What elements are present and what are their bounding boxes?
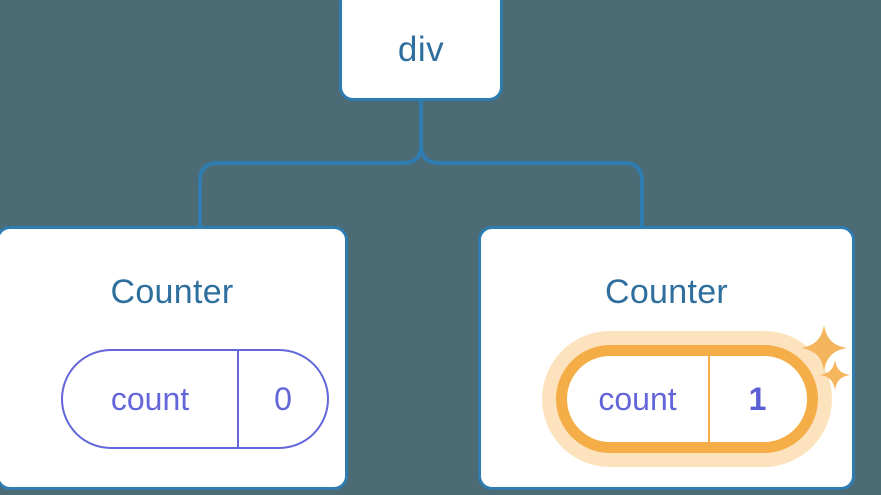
sparkle-large-icon: [801, 325, 847, 371]
node-counter-right-title: Counter: [604, 273, 729, 311]
state-pill-right[interactable]: count 1: [567, 356, 806, 442]
edge-root-to-right: [419, 99, 644, 228]
sparkle-small-icon: [820, 360, 850, 390]
node-div-label: div: [397, 30, 445, 69]
state-pill-right-ring: count 1: [555, 345, 818, 453]
state-pill-right-highlight: count 1: [541, 331, 832, 467]
state-key-left: count: [110, 381, 190, 417]
state-pill-right-wrapper: count 1: [478, 331, 855, 467]
state-pill-left-wrapper: count 0: [0, 348, 348, 450]
node-counter-left-title: Counter: [110, 273, 234, 311]
state-key-right: count: [598, 381, 677, 417]
edge-root-to-left: [198, 99, 423, 228]
node-div[interactable]: div: [339, 0, 503, 101]
state-value-right: 1: [707, 356, 806, 442]
state-value-left: 0: [237, 351, 327, 447]
state-pill-left[interactable]: count 0: [61, 349, 329, 449]
